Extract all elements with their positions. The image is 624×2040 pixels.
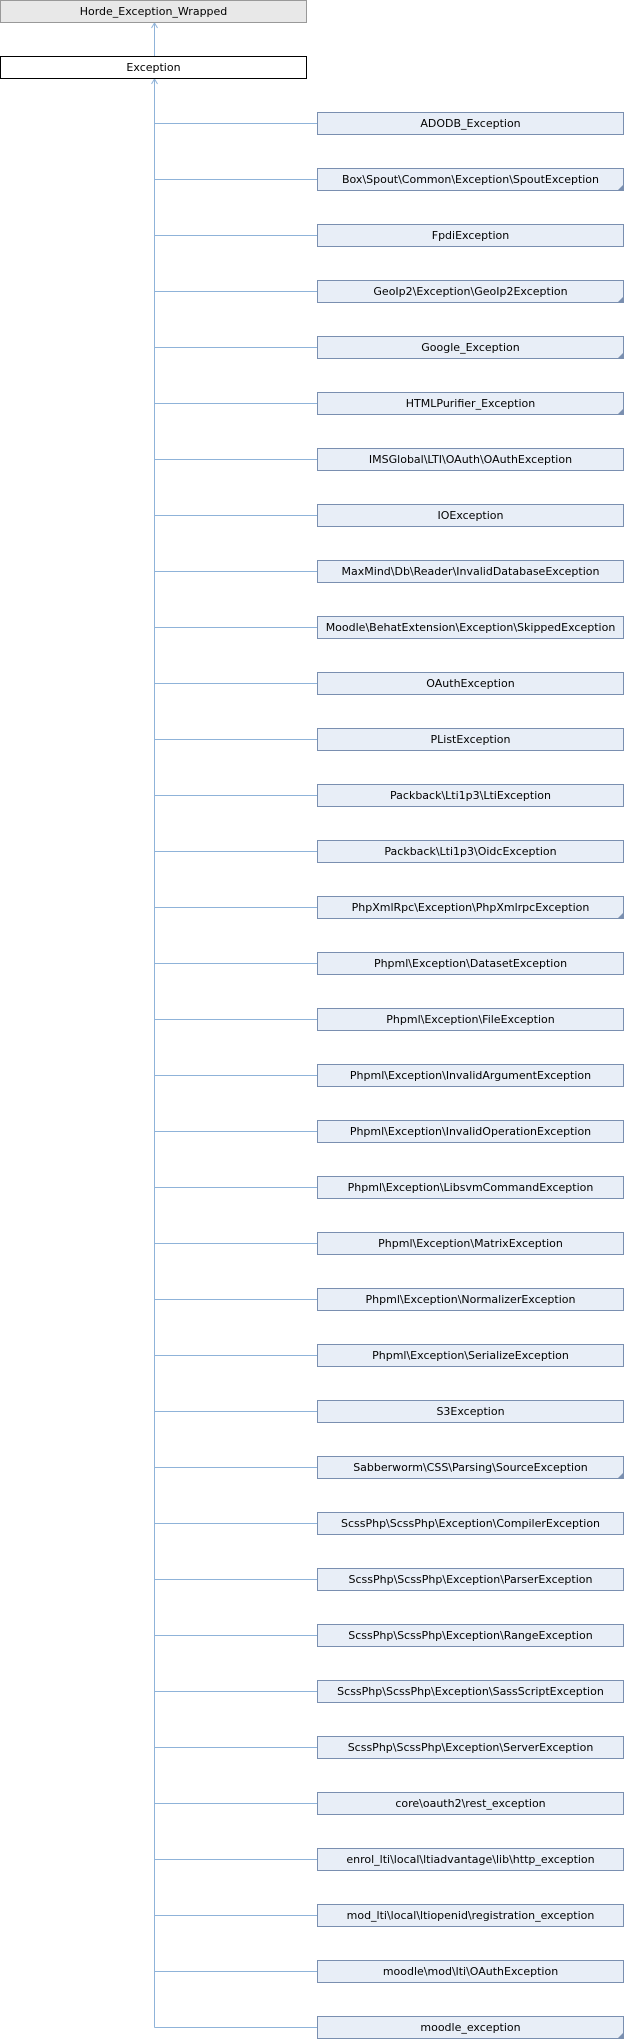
child-class-node[interactable]: OAuthException — [317, 672, 624, 695]
child-class-node[interactable]: Phpml\Exception\MatrixException — [317, 1232, 624, 1255]
child-class-node[interactable]: Phpml\Exception\DatasetException — [317, 952, 624, 975]
child-class-node[interactable]: mod_lti\local\ltiopenid\registration_exc… — [317, 1904, 624, 1927]
child-class-label: PListException — [431, 733, 511, 746]
child-class-node[interactable]: ScssPhp\ScssPhp\Exception\RangeException — [317, 1624, 624, 1647]
child-class-label: ScssPhp\ScssPhp\Exception\RangeException — [348, 1629, 592, 1642]
child-class-node[interactable]: Phpml\Exception\FileException — [317, 1008, 624, 1031]
child-class-node[interactable]: moodle_exception — [317, 2016, 624, 2039]
base-class-label: Horde_Exception_Wrapped — [80, 5, 228, 18]
child-class-label: enrol_lti\local\ltiadvantage\lib\http_ex… — [346, 1853, 594, 1866]
child-class-label: mod_lti\local\ltiopenid\registration_exc… — [347, 1909, 595, 1922]
child-class-label: Google_Exception — [421, 341, 519, 354]
child-class-label: Packback\Lti1p3\LtiException — [390, 789, 551, 802]
child-class-label: core\oauth2\rest_exception — [395, 1797, 545, 1810]
child-class-node[interactable]: ADODB_Exception — [317, 112, 624, 135]
child-class-label: PhpXmlRpc\Exception\PhpXmlrpcException — [352, 901, 590, 914]
child-class-label: S3Exception — [436, 1405, 504, 1418]
base-class-node[interactable]: Horde_Exception_Wrapped — [0, 0, 307, 23]
has-subclasses-corner-icon — [617, 2032, 624, 2039]
has-subclasses-corner-icon — [617, 352, 624, 359]
child-class-label: Packback\Lti1p3\OidcException — [384, 845, 556, 858]
has-subclasses-corner-icon — [617, 408, 624, 415]
child-class-label: GeoIp2\Exception\GeoIp2Exception — [373, 285, 567, 298]
has-subclasses-corner-icon — [617, 296, 624, 303]
has-subclasses-corner-icon — [617, 184, 624, 191]
child-class-label: ScssPhp\ScssPhp\Exception\ParserExceptio… — [349, 1573, 593, 1586]
child-class-node[interactable]: S3Exception — [317, 1400, 624, 1423]
child-class-label: Phpml\Exception\SerializeException — [372, 1349, 569, 1362]
child-class-node[interactable]: Phpml\Exception\LibsvmCommandException — [317, 1176, 624, 1199]
root-class-label: Exception — [126, 61, 180, 74]
child-class-label: IOException — [437, 509, 503, 522]
child-class-label: Phpml\Exception\LibsvmCommandException — [348, 1181, 594, 1194]
root-class-node[interactable]: Exception — [0, 56, 307, 79]
child-class-node[interactable]: Packback\Lti1p3\LtiException — [317, 784, 624, 807]
child-class-label: Phpml\Exception\InvalidOperationExceptio… — [350, 1125, 591, 1138]
child-class-node[interactable]: PhpXmlRpc\Exception\PhpXmlrpcException — [317, 896, 624, 919]
child-class-node[interactable]: Box\Spout\Common\Exception\SpoutExceptio… — [317, 168, 624, 191]
child-class-label: moodle\mod\lti\OAuthException — [383, 1965, 558, 1978]
child-class-label: moodle_exception — [420, 2021, 520, 2034]
child-class-label: Phpml\Exception\FileException — [386, 1013, 554, 1026]
child-class-node[interactable]: Phpml\Exception\SerializeException — [317, 1344, 624, 1367]
connector-lines — [151, 22, 318, 2028]
child-class-node[interactable]: MaxMind\Db\Reader\InvalidDatabaseExcepti… — [317, 560, 624, 583]
child-class-label: Box\Spout\Common\Exception\SpoutExceptio… — [342, 173, 599, 186]
child-class-list: ADODB_ExceptionBox\Spout\Common\Exceptio… — [317, 112, 624, 2039]
child-class-node[interactable]: ScssPhp\ScssPhp\Exception\ParserExceptio… — [317, 1568, 624, 1591]
child-class-label: HTMLPurifier_Exception — [406, 397, 535, 410]
child-class-label: OAuthException — [426, 677, 514, 690]
child-class-label: MaxMind\Db\Reader\InvalidDatabaseExcepti… — [342, 565, 600, 578]
child-class-label: Phpml\Exception\MatrixException — [378, 1237, 563, 1250]
child-class-node[interactable]: Phpml\Exception\InvalidArgumentException — [317, 1064, 624, 1087]
child-class-node[interactable]: HTMLPurifier_Exception — [317, 392, 624, 415]
has-subclasses-corner-icon — [617, 912, 624, 919]
child-class-label: ADODB_Exception — [420, 117, 520, 130]
child-class-node[interactable]: Phpml\Exception\InvalidOperationExceptio… — [317, 1120, 624, 1143]
child-class-label: ScssPhp\ScssPhp\Exception\CompilerExcept… — [341, 1517, 600, 1530]
child-class-label: ScssPhp\ScssPhp\Exception\ServerExceptio… — [348, 1741, 594, 1754]
child-class-node[interactable]: Packback\Lti1p3\OidcException — [317, 840, 624, 863]
child-class-label: Moodle\BehatExtension\Exception\SkippedE… — [326, 621, 616, 634]
child-class-label: Sabberworm\CSS\Parsing\SourceException — [353, 1461, 588, 1474]
child-class-node[interactable]: Google_Exception — [317, 336, 624, 359]
child-class-node[interactable]: Moodle\BehatExtension\Exception\SkippedE… — [317, 616, 624, 639]
child-class-node[interactable]: IOException — [317, 504, 624, 527]
child-class-node[interactable]: core\oauth2\rest_exception — [317, 1792, 624, 1815]
child-class-label: Phpml\Exception\NormalizerException — [366, 1293, 576, 1306]
has-subclasses-corner-icon — [617, 1472, 624, 1479]
child-class-label: FpdiException — [432, 229, 510, 242]
child-class-node[interactable]: PListException — [317, 728, 624, 751]
child-class-label: ScssPhp\ScssPhp\Exception\SassScriptExce… — [337, 1685, 604, 1698]
child-class-node[interactable]: Phpml\Exception\NormalizerException — [317, 1288, 624, 1311]
child-class-node[interactable]: moodle\mod\lti\OAuthException — [317, 1960, 624, 1983]
child-class-label: IMSGlobal\LTI\OAuth\OAuthException — [369, 453, 572, 466]
child-class-node[interactable]: ScssPhp\ScssPhp\Exception\SassScriptExce… — [317, 1680, 624, 1703]
child-class-node[interactable]: FpdiException — [317, 224, 624, 247]
child-class-label: Phpml\Exception\InvalidArgumentException — [350, 1069, 591, 1082]
child-class-node[interactable]: ScssPhp\ScssPhp\Exception\CompilerExcept… — [317, 1512, 624, 1535]
child-class-label: Phpml\Exception\DatasetException — [374, 957, 567, 970]
child-class-node[interactable]: GeoIp2\Exception\GeoIp2Exception — [317, 280, 624, 303]
child-class-node[interactable]: IMSGlobal\LTI\OAuth\OAuthException — [317, 448, 624, 471]
child-class-node[interactable]: Sabberworm\CSS\Parsing\SourceException — [317, 1456, 624, 1479]
child-class-node[interactable]: enrol_lti\local\ltiadvantage\lib\http_ex… — [317, 1848, 624, 1871]
child-class-node[interactable]: ScssPhp\ScssPhp\Exception\ServerExceptio… — [317, 1736, 624, 1759]
